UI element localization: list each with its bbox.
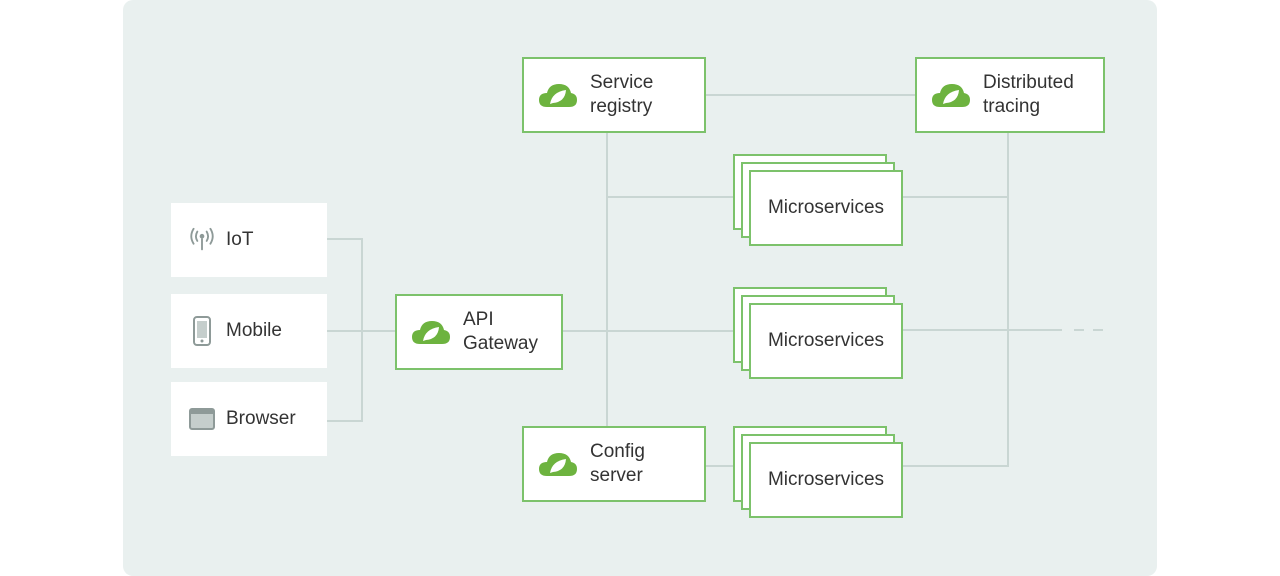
- config-server-line2: server: [590, 465, 643, 486]
- config-server-node: Config server: [522, 426, 706, 502]
- microservice-card: Microservices: [749, 303, 903, 379]
- smartphone-icon: [188, 316, 216, 346]
- distributed-tracing-node: Distributed tracing: [915, 57, 1105, 133]
- microservice-card: Microservices: [749, 170, 903, 246]
- antenna-icon: [188, 226, 216, 254]
- service-registry-node: Service registry: [522, 57, 706, 133]
- client-iot-label: IoT: [226, 229, 254, 250]
- config-server-line1: Config: [590, 441, 645, 462]
- spring-leaf-icon: [932, 84, 970, 107]
- microservices-label: Microservices: [767, 469, 885, 490]
- client-browser: Browser: [171, 382, 327, 456]
- spring-leaf-icon: [539, 84, 577, 107]
- microservices-stack-2: Microservices: [733, 287, 903, 379]
- microservices-label: Microservices: [767, 330, 885, 351]
- spring-leaf-icon: [412, 321, 450, 344]
- distributed-tracing-line1: Distributed: [983, 72, 1074, 93]
- spring-leaf-icon: [539, 453, 577, 476]
- microservice-card: Microservices: [749, 442, 903, 518]
- client-browser-label: Browser: [226, 408, 296, 429]
- client-iot: IoT: [171, 203, 327, 277]
- browser-window-icon: [188, 405, 216, 433]
- client-mobile: Mobile: [171, 294, 327, 368]
- microservices-stack-3: Microservices: [733, 426, 903, 518]
- api-gateway-line2: Gateway: [463, 333, 538, 354]
- microservices-label: Microservices: [767, 197, 885, 218]
- api-gateway-line1: API: [463, 309, 494, 330]
- microservices-stack-1: Microservices: [733, 154, 903, 246]
- distributed-tracing-line2: tracing: [983, 96, 1041, 117]
- client-mobile-label: Mobile: [226, 320, 282, 341]
- api-gateway-node: API Gateway: [395, 294, 563, 370]
- service-registry-line2: registry: [590, 96, 653, 117]
- service-registry-line1: Service: [590, 72, 654, 93]
